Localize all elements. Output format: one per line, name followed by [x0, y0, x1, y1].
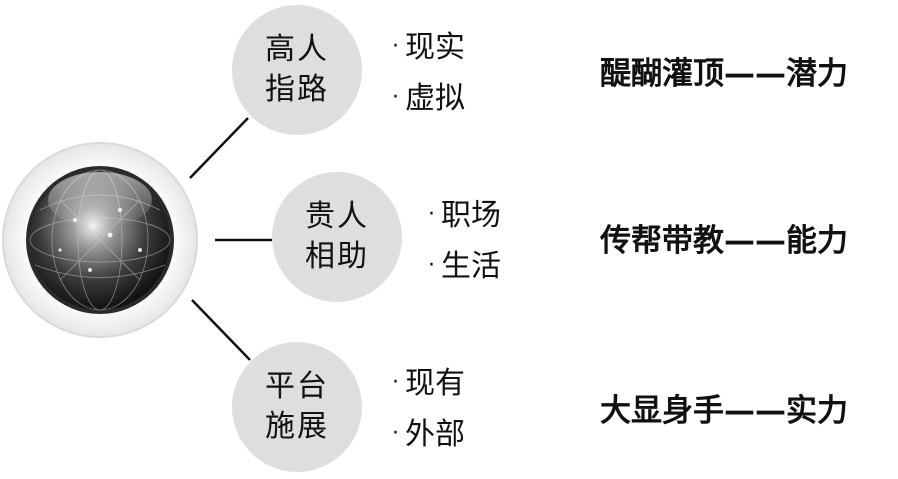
category-items: ·现有 ·外部 — [392, 358, 465, 460]
connector-line-top — [189, 117, 249, 179]
list-item: ·现有 — [392, 366, 465, 401]
category-title-line1: 高人 — [265, 32, 329, 67]
category-title-line2: 相助 — [305, 239, 369, 274]
list-item: ·现实 — [392, 30, 465, 65]
category-title-line2: 指路 — [265, 72, 329, 107]
bullet-icon: · — [392, 85, 399, 110]
category-items: ·现实 ·虚拟 — [392, 22, 465, 124]
connector-line-bottom — [191, 299, 251, 361]
category-title-line2: 施展 — [265, 409, 329, 444]
bullet-icon: · — [392, 34, 399, 59]
bullet-icon: · — [392, 421, 399, 446]
result-text: 醍醐灌顶——潜力 — [600, 56, 848, 92]
result-text: 大显身手——实力 — [600, 393, 848, 429]
result-text: 传帮带教——能力 — [600, 223, 848, 259]
bullet-icon: · — [428, 202, 435, 227]
list-item: ·外部 — [392, 417, 465, 452]
bullet-icon: · — [428, 253, 435, 278]
category-circle-platform: 平台 施展 — [232, 342, 362, 472]
list-item: ·生活 — [428, 249, 501, 284]
list-item: ·虚拟 — [392, 81, 465, 116]
category-items: ·职场 ·生活 — [428, 190, 501, 292]
category-title-line1: 贵人 — [305, 199, 369, 234]
category-circle-mentor: 贵人 相助 — [272, 172, 402, 302]
category-title-line1: 平台 — [265, 369, 329, 404]
globe-icon — [2, 142, 198, 338]
bullet-icon: · — [392, 370, 399, 395]
list-item: ·职场 — [428, 198, 501, 233]
category-circle-guidance: 高人 指路 — [232, 5, 362, 135]
